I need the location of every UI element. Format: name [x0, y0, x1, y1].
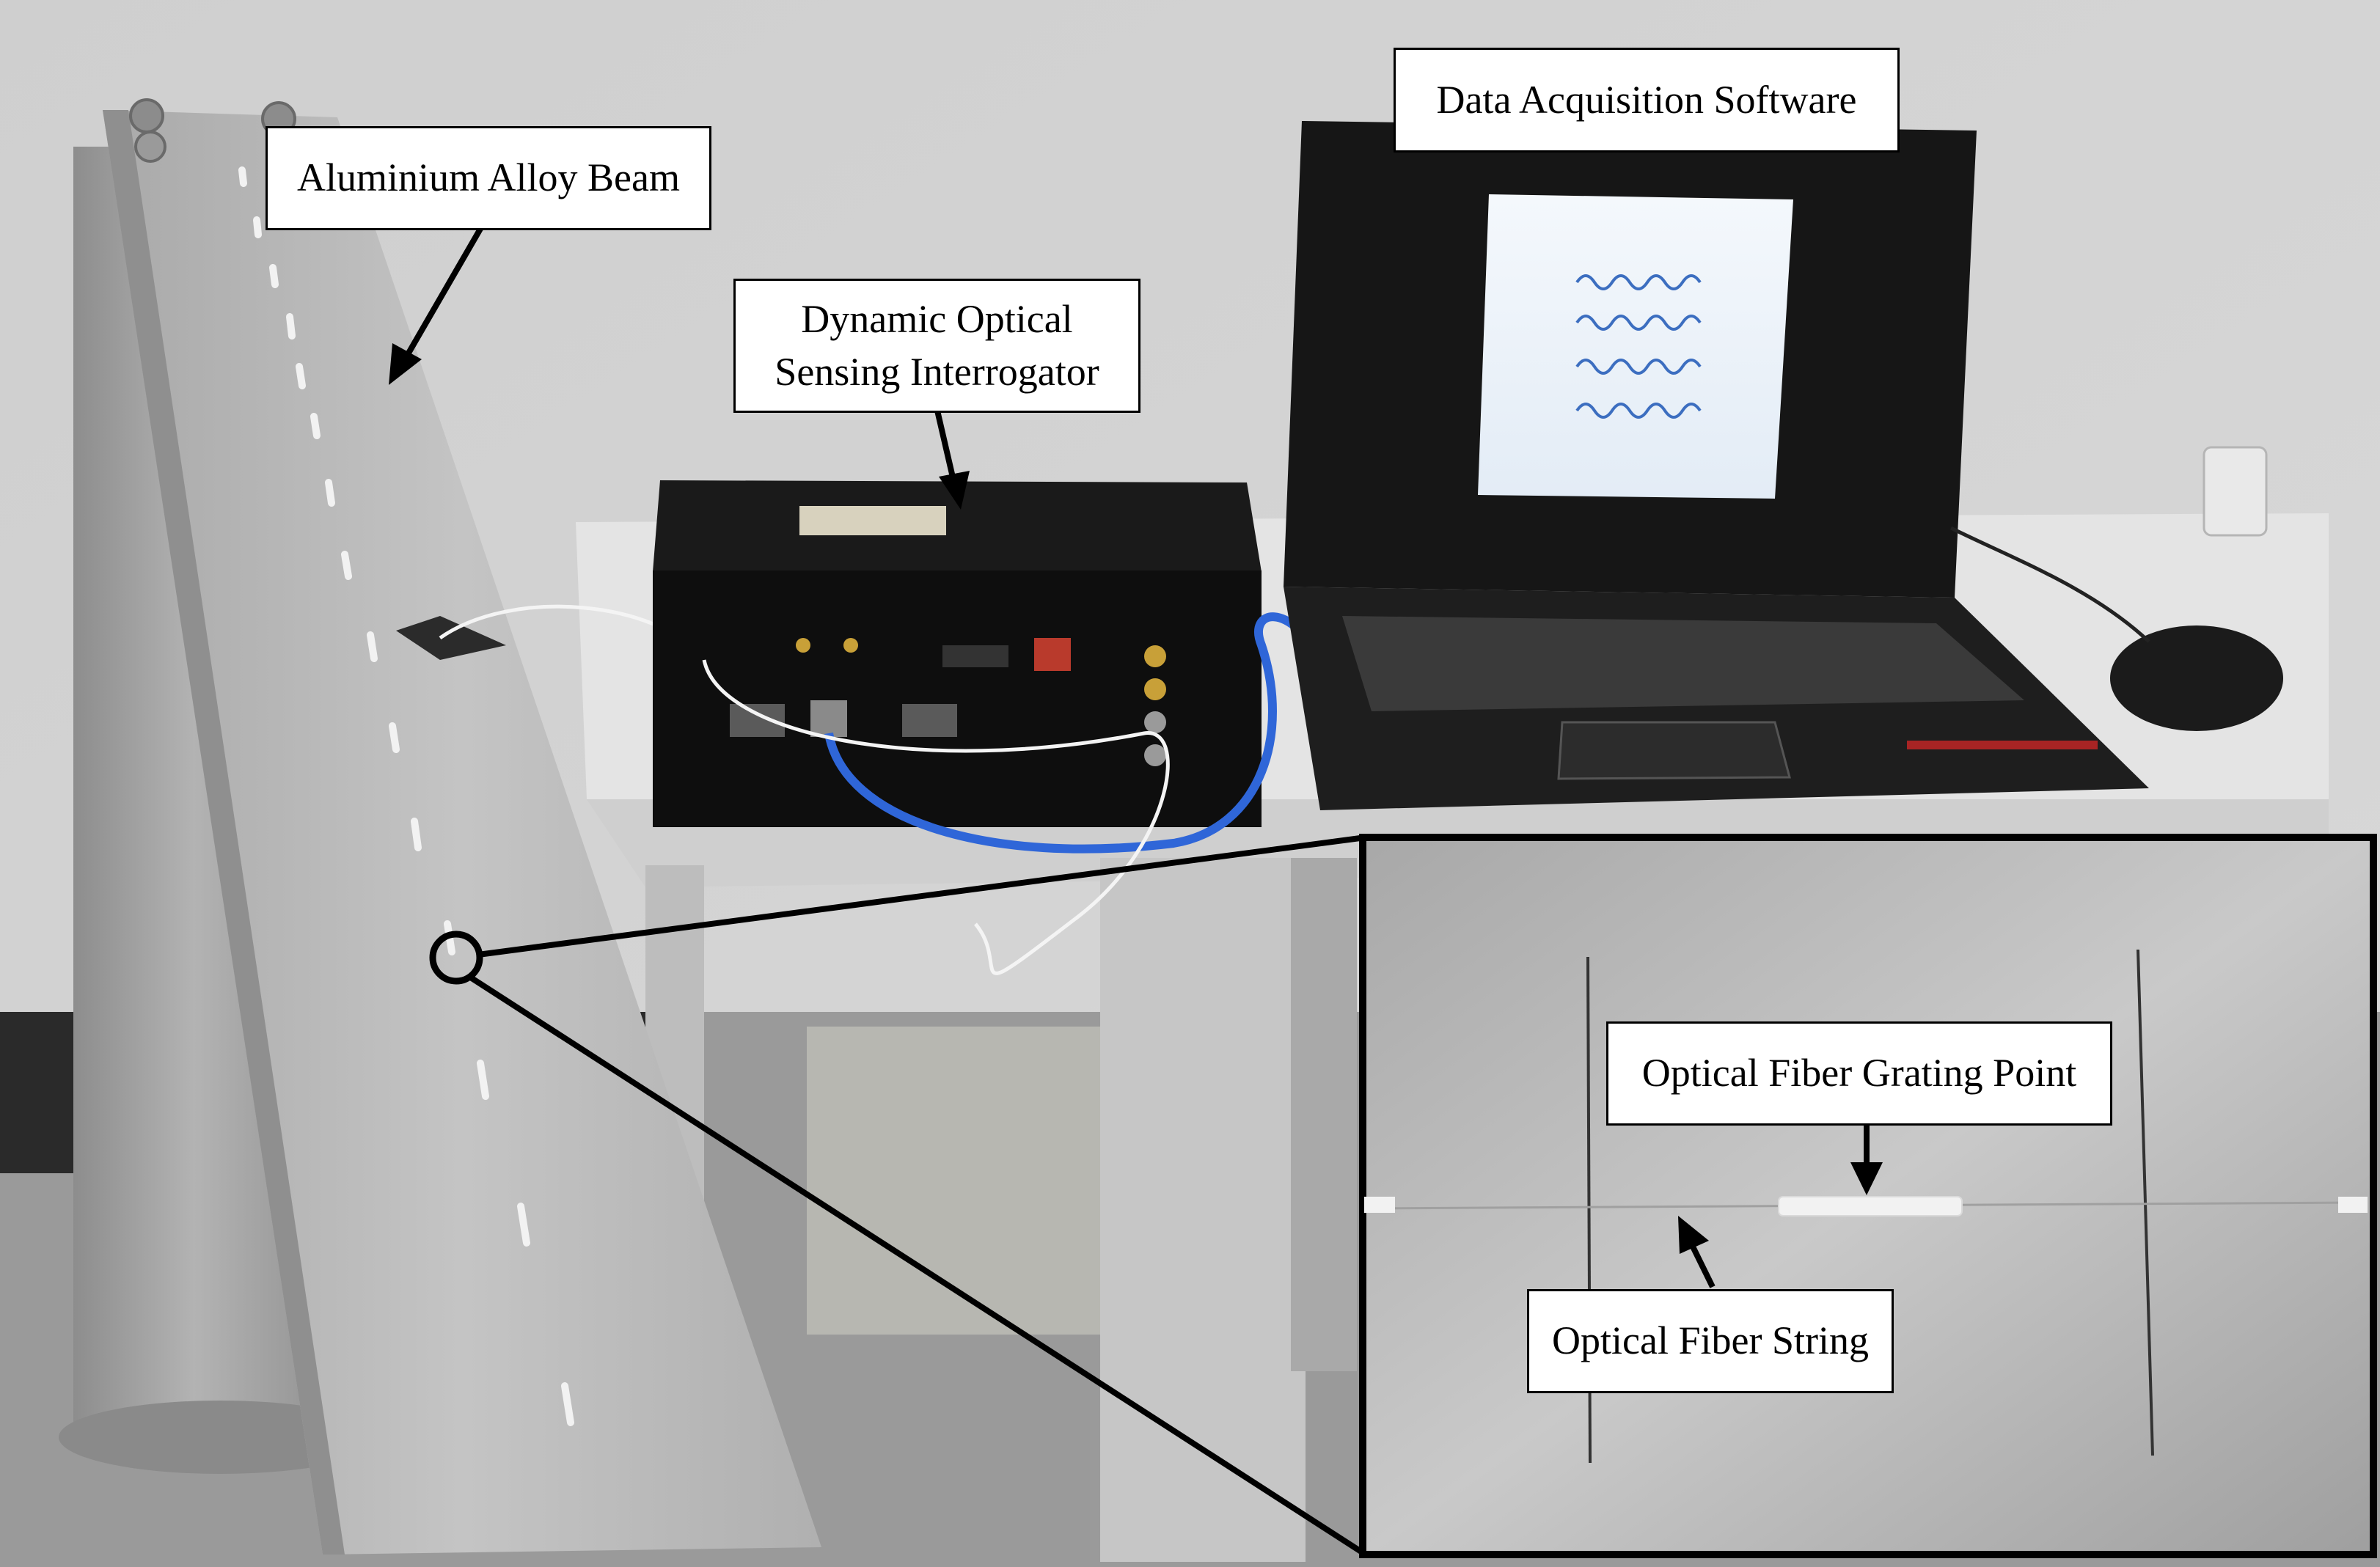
antenna-connector — [796, 638, 810, 653]
grating-mark — [253, 216, 262, 238]
interrogator-power-switch — [1034, 638, 1071, 671]
label-optical-fiber-string: Optical Fiber String — [1527, 1289, 1894, 1393]
grating-mark — [238, 166, 247, 187]
grating-mark — [411, 818, 422, 851]
laptop-screen — [1478, 194, 1793, 499]
beam-bolt — [129, 98, 164, 133]
interrogator-vga-port — [902, 704, 957, 737]
annotation-arrows — [389, 227, 1883, 1288]
grating-mark — [286, 313, 296, 340]
arrow-interrogator — [934, 410, 956, 481]
grating-mark — [341, 551, 352, 580]
grating-marks — [238, 166, 574, 1426]
interrogator-sticker — [799, 506, 946, 535]
arrow-fiber-head — [1678, 1216, 1709, 1254]
channel-connector — [1144, 678, 1166, 700]
zoom-line-bottom — [467, 974, 1368, 1557]
arrow-beam-head — [389, 343, 422, 385]
grating-mark — [296, 363, 306, 389]
interrogator-body — [653, 570, 1262, 827]
grating-mark — [325, 479, 335, 507]
grating-marker-circle — [429, 931, 483, 985]
table-leg-middle — [1100, 858, 1306, 1562]
arrow-interrogator-head — [939, 471, 970, 510]
grating-mark — [310, 413, 321, 439]
wall-socket — [2203, 446, 2268, 537]
pillar-base — [59, 1401, 381, 1474]
inset-edge-tick — [1364, 1197, 1395, 1213]
antenna-connector — [843, 638, 858, 653]
table-leg-right — [1291, 858, 1357, 1371]
interrogator-top — [653, 480, 1262, 572]
grating-mark — [269, 264, 279, 288]
grating-mark — [367, 631, 378, 662]
interrogator-display-port — [942, 645, 1008, 667]
label-data-acquisition-software: Data Acquisition Software — [1394, 48, 1900, 153]
label-aluminium-alloy-beam: Aluminium Alloy Beam — [266, 126, 711, 230]
grating-mark — [517, 1203, 530, 1247]
arrow-fiber — [1690, 1245, 1716, 1288]
interrogator-ethernet-port — [810, 700, 847, 737]
label-optical-fiber-grating-point: Optical Fiber Grating Point — [1606, 1021, 2112, 1126]
inset-edge-tick — [2338, 1197, 2368, 1213]
inset-grating-point — [1778, 1196, 1963, 1216]
grating-mark — [389, 722, 400, 753]
mouse-cable — [1949, 526, 2150, 643]
channel-connector — [1144, 711, 1166, 733]
software-waveforms — [1575, 274, 1702, 419]
computer-mouse — [2110, 625, 2283, 731]
laptop-touchpad — [1557, 721, 1791, 780]
channel-connector — [1144, 744, 1166, 766]
tape-patch — [396, 616, 506, 660]
inset-pencil-line-right — [2136, 949, 2154, 1456]
beam-edge — [103, 110, 345, 1555]
arrow-grating-head — [1850, 1162, 1883, 1195]
zoom-line-top — [477, 834, 1366, 958]
channel-connector — [1144, 645, 1166, 667]
label-dynamic-optical-sensing-interrogator: Dynamic Optical Sensing Interrogator — [733, 279, 1140, 413]
grating-mark — [477, 1060, 489, 1100]
laptop-keyboard — [1342, 616, 2024, 711]
laptop-red-accent — [1907, 741, 2098, 749]
arrow-beam — [404, 227, 483, 358]
grating-mark — [561, 1382, 574, 1426]
fiber-cable — [702, 659, 1170, 975]
beam-bolt — [134, 131, 166, 163]
